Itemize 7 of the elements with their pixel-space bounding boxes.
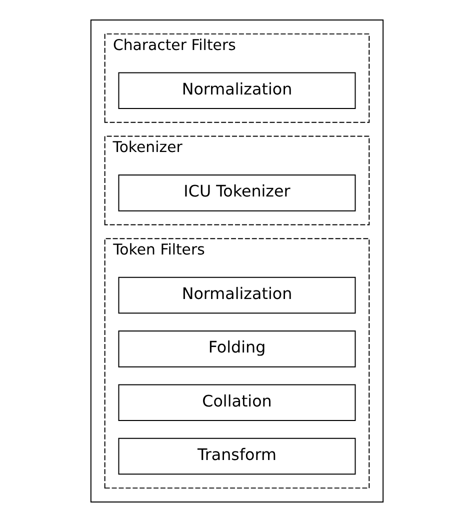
node-box: Normalization (118, 72, 356, 109)
node-box: Folding (118, 330, 356, 368)
cluster (90, 20, 384, 502)
node-box: Normalization (118, 276, 356, 314)
node-box: Transform (118, 438, 356, 475)
node-box: ICU Tokenizer (118, 174, 356, 212)
node-box: Collation (118, 384, 356, 421)
